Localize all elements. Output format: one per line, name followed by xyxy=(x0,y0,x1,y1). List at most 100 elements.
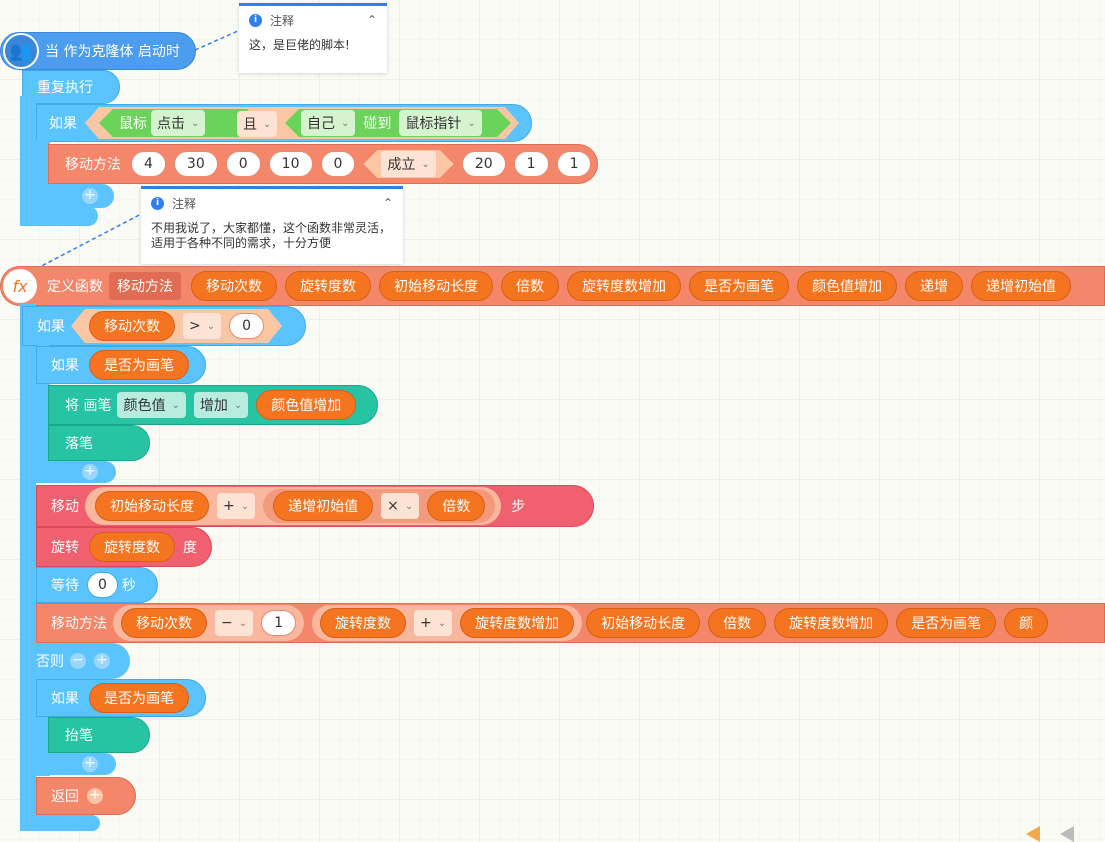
mouse-condition[interactable]: 鼠标 点击⌄ xyxy=(99,109,261,137)
add-else-button[interactable]: + xyxy=(94,653,110,669)
repeat-end xyxy=(20,206,98,226)
self-dropdown[interactable]: 自己⌄ xyxy=(301,110,355,136)
pointer-dropdown[interactable]: 鼠标指针⌄ xyxy=(399,110,481,136)
add-else-button[interactable]: + xyxy=(82,464,98,480)
var-pill[interactable]: 倍数 xyxy=(427,491,486,521)
hat-label: 当 作为克隆体 启动时 xyxy=(45,44,180,60)
info-icon: i xyxy=(151,196,164,210)
nav-arrow-icon[interactable] xyxy=(1026,826,1040,842)
comment-title: 注释 xyxy=(172,196,197,211)
call-move-method-2[interactable]: 移动方法 移动次数 −⌄ 1 旋转度数 +⌄ 旋转度数增加 初始移动长度 倍数 … xyxy=(36,603,1105,643)
var-pill[interactable]: 倍数 xyxy=(708,608,767,638)
collapse-icon[interactable]: ⌃ xyxy=(382,196,393,210)
click-dropdown[interactable]: 点击⌄ xyxy=(151,110,205,136)
op-dropdown[interactable]: >⌄ xyxy=(183,313,221,339)
pen-down-block[interactable]: 落笔 xyxy=(48,425,150,461)
add-else-button[interactable]: + xyxy=(82,188,98,204)
bool-dropdown[interactable]: 成立⌄ xyxy=(381,151,435,177)
var-pill[interactable]: 是否为画笔 xyxy=(896,608,997,638)
return-label: 返回 xyxy=(51,789,79,805)
var-pill[interactable]: 是否为画笔 xyxy=(89,350,189,380)
and-dropdown[interactable]: 且⌄ xyxy=(237,111,278,137)
if-block-1[interactable]: 如果 鼠标 点击⌄ 且⌄ 自己⌄ 碰到 鼠标指针⌄ xyxy=(36,104,532,142)
if4-end xyxy=(36,753,116,775)
var-pill[interactable]: 旋转度数 xyxy=(320,608,407,638)
var-pill[interactable]: 初始移动长度 xyxy=(586,608,701,638)
op-dropdown[interactable]: +⌄ xyxy=(414,610,453,636)
repeat-block[interactable]: 重复执行 xyxy=(22,70,120,104)
pen-mode-dropdown[interactable]: 增加⌄ xyxy=(193,392,249,418)
var-pill[interactable]: 颜色值增加 xyxy=(256,390,357,420)
arg-input[interactable]: 1 xyxy=(556,151,592,177)
param-pill[interactable]: 递增 xyxy=(905,271,963,301)
var-pill[interactable]: 颜 xyxy=(1004,608,1049,638)
param-pill[interactable]: 旋转度数增加 xyxy=(567,271,681,301)
var-pill[interactable]: 移动次数 xyxy=(89,311,175,341)
if-block-4[interactable]: 如果 是否为画笔 xyxy=(36,679,206,717)
clone-start-hat[interactable]: 👥 当 作为克隆体 启动时 xyxy=(0,32,196,70)
op-dropdown[interactable]: ×⌄ xyxy=(381,493,420,519)
value-input[interactable]: 0 xyxy=(229,313,264,339)
if-block-2[interactable]: 如果 移动次数 >⌄ 0 xyxy=(22,306,306,346)
param-pill[interactable]: 是否为画笔 xyxy=(689,271,789,301)
arg-input[interactable]: 0 xyxy=(320,151,356,177)
wait-block[interactable]: 等待 0 秒 xyxy=(36,567,158,603)
param-pill[interactable]: 颜色值增加 xyxy=(797,271,897,301)
if-block-3[interactable]: 如果 是否为画笔 xyxy=(36,346,206,384)
param-pill[interactable]: 旋转度数 xyxy=(285,271,371,301)
touch-condition[interactable]: 自己⌄ 碰到 鼠标指针⌄ xyxy=(285,109,511,137)
pen-up-block[interactable]: 抬笔 xyxy=(48,717,150,753)
comment-text[interactable]: 不用我说了，大家都懂，这个函数非常灵活，适用于各种不同的需求，十分方便 xyxy=(151,221,392,250)
arg-input[interactable]: 10 xyxy=(268,151,313,177)
sub-expression: 递增初始值 ×⌄ 倍数 xyxy=(263,489,496,523)
function-name-input[interactable]: 移动方法 xyxy=(109,272,181,300)
var-pill[interactable]: 是否为画笔 xyxy=(89,683,189,713)
add-else-button[interactable]: + xyxy=(82,756,98,772)
touch-label: 碰到 xyxy=(363,116,392,132)
collapse-icon[interactable]: ⌃ xyxy=(366,13,377,27)
move-kw: 移动 xyxy=(51,499,79,515)
comment-text[interactable]: 这，是巨佬的脚本! xyxy=(249,38,350,52)
if3-c-bar xyxy=(36,384,50,482)
define-function-hat[interactable]: fx 定义函数 移动方法 移动次数 旋转度数 初始移动长度 倍数 旋转度数增加 … xyxy=(0,266,1105,306)
else-block[interactable]: 否则 − + xyxy=(22,643,130,679)
return-block[interactable]: 返回 + xyxy=(36,777,136,815)
bool-condition[interactable]: 成立⌄ xyxy=(363,150,453,178)
move-unit: 步 xyxy=(511,499,526,515)
if4-kw: 如果 xyxy=(51,691,79,707)
arg-input[interactable]: 0 xyxy=(225,151,261,177)
arg-input[interactable]: 4 xyxy=(131,151,166,177)
pen-prop-dropdown[interactable]: 颜色值⌄ xyxy=(117,392,186,418)
var-pill[interactable]: 旋转度数增加 xyxy=(460,608,575,638)
param-pill[interactable]: 倍数 xyxy=(501,271,559,301)
arg-input[interactable]: 30 xyxy=(173,151,218,177)
call-move-method-1[interactable]: 移动方法 4 30 0 10 0 成立⌄ 20 1 1 xyxy=(48,144,598,184)
nav-arrow-icon[interactable] xyxy=(1060,826,1074,842)
op-dropdown[interactable]: +⌄ xyxy=(217,493,256,519)
add-return-value-button[interactable]: + xyxy=(87,788,103,804)
value-input[interactable]: 1 xyxy=(261,610,297,636)
repeat-label: 重复执行 xyxy=(37,80,93,96)
comment-box-2[interactable]: i 注释 ⌃ 不用我说了，大家都懂，这个函数非常灵活，适用于各种不同的需求，十分方便 xyxy=(141,186,403,264)
remove-else-button[interactable]: − xyxy=(70,653,86,669)
op-dropdown[interactable]: −⌄ xyxy=(215,610,254,636)
param-pill[interactable]: 移动次数 xyxy=(191,271,277,301)
var-pill[interactable]: 旋转度数 xyxy=(89,532,175,562)
arg-input[interactable]: 1 xyxy=(513,151,549,177)
var-pill[interactable]: 旋转度数增加 xyxy=(774,608,889,638)
if1-kw: 如果 xyxy=(49,116,77,132)
var-pill[interactable]: 递增初始值 xyxy=(273,491,374,521)
set-pen-block[interactable]: 将 画笔 颜色值⌄ 增加⌄ 颜色值增加 xyxy=(48,385,378,425)
param-pill[interactable]: 初始移动长度 xyxy=(379,271,493,301)
var-pill[interactable]: 移动次数 xyxy=(121,608,207,638)
turn-block[interactable]: 旋转 旋转度数 度 xyxy=(36,527,212,567)
info-icon: i xyxy=(249,13,262,27)
param-pill[interactable]: 递增初始值 xyxy=(971,271,1071,301)
move-block[interactable]: 移动 初始移动长度 +⌄ 递增初始值 ×⌄ 倍数 步 xyxy=(36,485,594,527)
function-icon: fx xyxy=(3,269,37,303)
var-pill[interactable]: 初始移动长度 xyxy=(95,491,209,521)
compare-condition[interactable]: 移动次数 >⌄ 0 xyxy=(71,309,282,343)
wait-input[interactable]: 0 xyxy=(87,572,118,598)
arg-input[interactable]: 20 xyxy=(461,151,506,177)
